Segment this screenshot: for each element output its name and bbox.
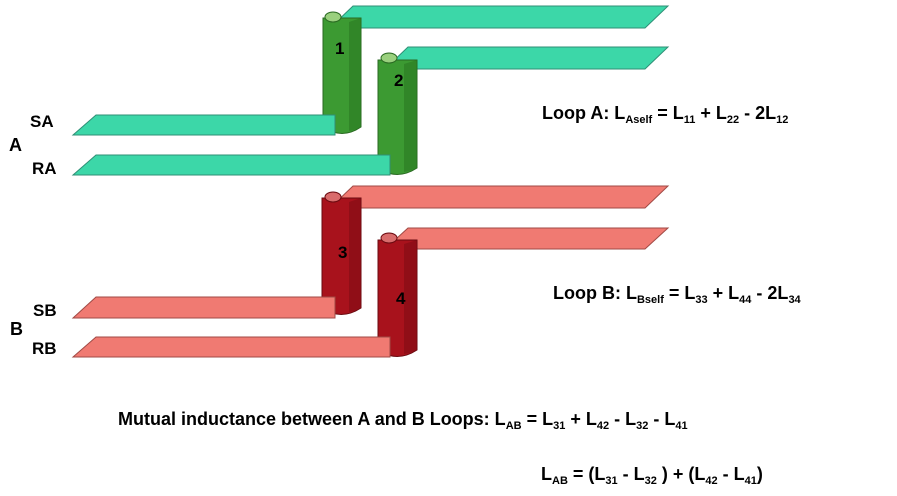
via-cylinder-4-shade [404,240,417,354]
strip-SB [71,296,336,319]
via-cylinder-2-shade [404,60,417,172]
strip-RB [71,336,391,358]
via-cylinder-1-shade [349,18,361,131]
mutual-inductance-equation: Mutual inductance between A and B Loops:… [118,409,688,432]
label-A: A [9,135,22,155]
strip-RA [71,154,391,176]
conductor-number-2: 2 [394,71,403,90]
label-SB: SB [33,301,57,320]
via-cylinder-2-top [380,52,398,64]
via-cylinder-3-top [324,191,342,203]
loop-b-equation: Loop B: LBself = L33 + L44 - 2L34 [553,283,801,306]
mutual-inductance-grouped-equation: LAB = (L31 - L32 ) + (L42 - L41) [541,464,763,487]
loop-a-equation: Loop A: LAself = L11 + L22 - 2L12 [542,103,789,126]
conductor-number-1: 1 [335,39,344,58]
via-cylinder-1-top [324,11,342,23]
via-cylinder-3-shade [349,198,361,312]
strip-2-top [383,46,670,70]
label-RB: RB [32,339,57,358]
strip-3-top [328,185,670,209]
conductor-number-4: 4 [396,289,406,308]
label-SA: SA [30,112,54,131]
via-cylinder-4-top [380,232,398,244]
strip-1-top [328,5,670,29]
label-RA: RA [32,159,57,178]
strip-SA [71,114,336,136]
label-B: B [10,319,23,339]
strip-4-top [383,227,670,250]
conductor-number-3: 3 [338,243,347,262]
